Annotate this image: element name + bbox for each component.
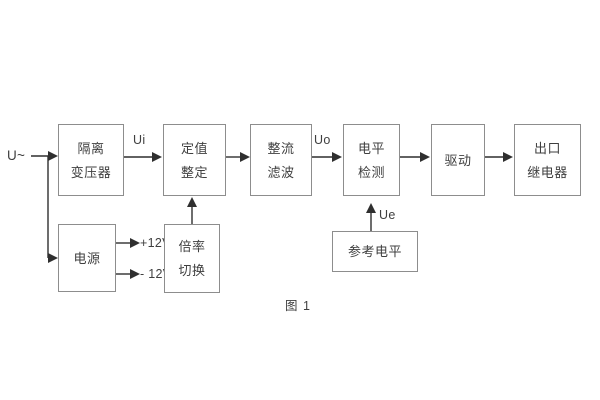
block-rectify-filter-line2: 滤波 xyxy=(267,164,295,180)
arrowhead-power-input xyxy=(48,253,58,263)
block-drive[interactable]: 驱动 xyxy=(431,124,485,196)
block-multiplier-switch[interactable]: 倍率 切换 xyxy=(164,224,220,293)
block-power-supply[interactable]: 电源 xyxy=(58,224,116,292)
block-reference-level[interactable]: 参考电平 xyxy=(332,231,418,272)
block-setting-value[interactable]: 定值 整定 xyxy=(163,124,226,196)
signal-label-ui: Ui xyxy=(133,133,146,147)
arrowhead-level-input xyxy=(332,152,342,162)
block-multiplier-switch-line2: 切换 xyxy=(178,263,206,278)
signal-label-uo: Uo xyxy=(314,133,331,147)
block-level-detect[interactable]: 电平 检测 xyxy=(343,124,400,196)
block-output-relay[interactable]: 出口 继电器 xyxy=(514,124,581,196)
input-source-label: U~ xyxy=(7,148,26,163)
arrowhead-rail-positive xyxy=(130,238,140,248)
arrowhead-rail-negative xyxy=(130,269,140,279)
block-setting-value-line2: 整定 xyxy=(180,164,208,180)
block-drive-line1: 驱动 xyxy=(444,152,472,168)
figure-caption: 图 1 xyxy=(285,299,311,313)
block-isolation-transformer-line1: 隔离 xyxy=(77,140,105,156)
block-power-supply-line1: 电源 xyxy=(73,250,101,266)
block-isolation-transformer[interactable]: 隔离 变压器 xyxy=(58,124,124,196)
block-level-detect-line2: 检测 xyxy=(357,164,385,180)
block-multiplier-switch-line1: 倍率 xyxy=(178,239,206,254)
block-output-relay-line2: 继电器 xyxy=(527,164,568,180)
rail-label-positive: +12V xyxy=(140,236,171,250)
block-reference-level-line1: 参考电平 xyxy=(347,244,402,259)
wire-input-bus xyxy=(31,155,49,258)
block-output-relay-line1: 出口 xyxy=(533,140,561,156)
signal-label-ue: Ue xyxy=(379,208,396,222)
block-rectify-filter[interactable]: 整流 滤波 xyxy=(250,124,312,196)
arrowhead-transformer-input xyxy=(48,151,58,161)
arrowhead-level-bottom xyxy=(366,203,376,213)
arrowhead-drive-input xyxy=(420,152,430,162)
block-isolation-transformer-line2: 变压器 xyxy=(70,164,112,180)
block-setting-value-line1: 定值 xyxy=(180,140,208,156)
block-rectify-filter-line1: 整流 xyxy=(267,140,295,156)
arrowhead-setting-input xyxy=(152,152,162,162)
arrowhead-rectify-input xyxy=(240,152,250,162)
rail-label-negative: - 12V xyxy=(140,267,172,281)
arrowhead-relay-input xyxy=(503,152,513,162)
arrowhead-setting-bottom xyxy=(187,197,197,207)
block-level-detect-line1: 电平 xyxy=(357,140,385,156)
